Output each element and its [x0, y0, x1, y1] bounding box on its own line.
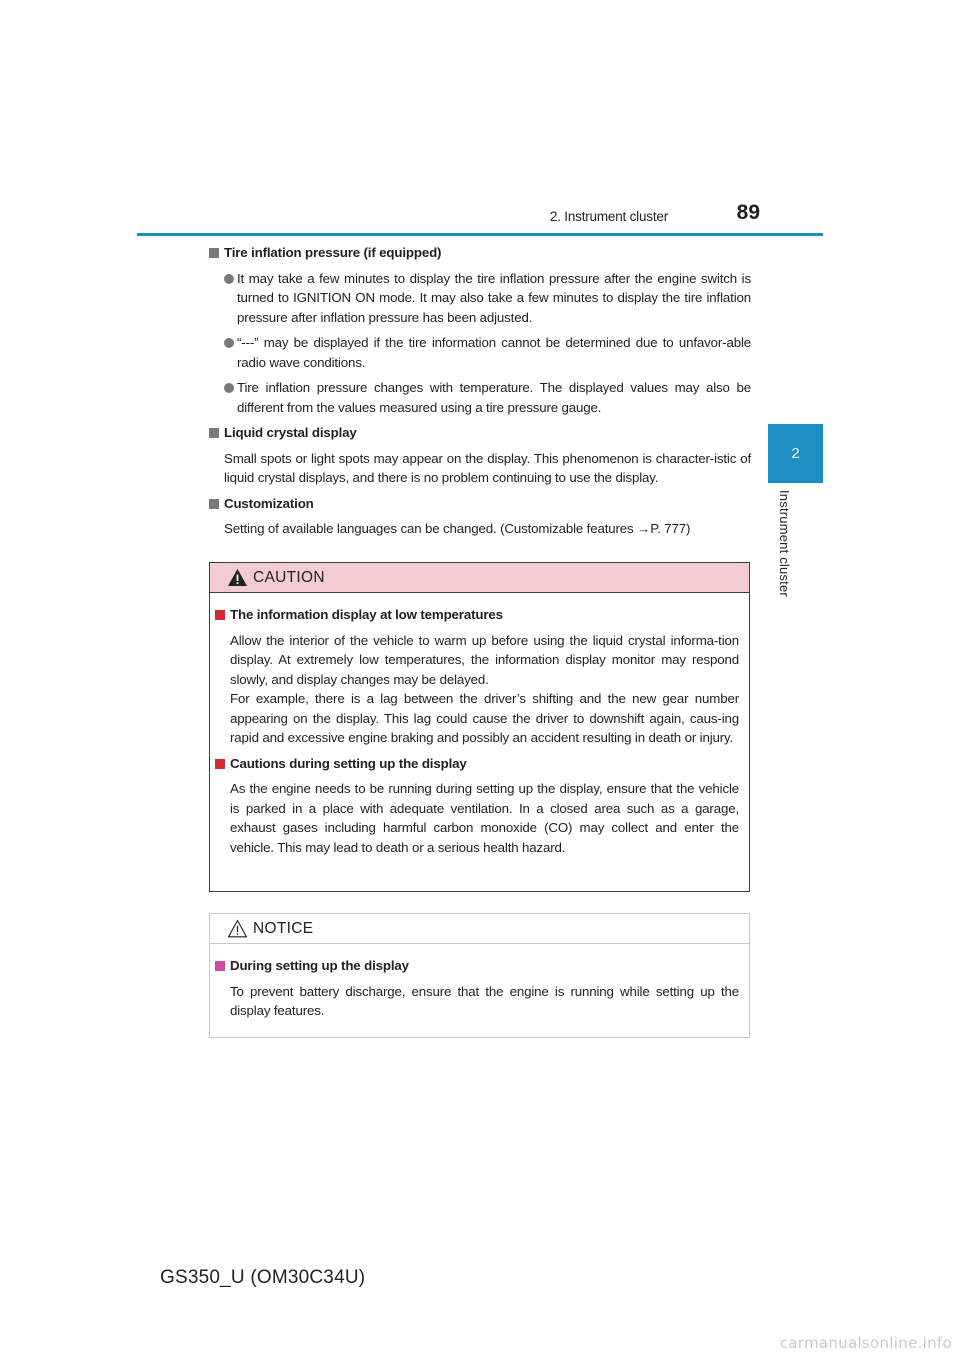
- section-heading: Tire inflation pressure (if equipped): [209, 243, 751, 263]
- notice-box: NOTICE During setting up the display To …: [209, 913, 750, 1038]
- notice-body: During setting up the display To prevent…: [210, 944, 749, 1021]
- header-rule: [137, 233, 823, 236]
- caution-item-text: Allow the interior of the vehicle to war…: [230, 632, 739, 687]
- caution-title: CAUTION: [253, 569, 325, 586]
- section-text: Setting of available languages can be ch…: [224, 521, 691, 536]
- main-content: Tire inflation pressure (if equipped) It…: [209, 243, 751, 545]
- caution-box: CAUTION The information display at low t…: [209, 562, 750, 892]
- header-section-title: 2. Instrument cluster: [549, 209, 668, 224]
- square-bullet-icon: [209, 428, 219, 438]
- section-heading: Customization: [209, 494, 751, 514]
- caution-item-text: For example, there is a lag between the …: [230, 691, 739, 745]
- section-text: Small spots or light spots may appear on…: [224, 450, 751, 486]
- square-bullet-icon: [215, 758, 225, 769]
- warning-triangle-icon: [228, 569, 247, 586]
- chapter-tab-label: Instrument cluster: [777, 490, 792, 597]
- caution-item-text: As the engine needs to be running during…: [230, 781, 739, 855]
- bullet-item: Tire inflation pressure changes with tem…: [209, 378, 751, 417]
- dot-bullet-icon: [224, 383, 234, 393]
- dot-bullet-icon: [224, 338, 234, 348]
- section-tire-pressure: Tire inflation pressure (if equipped) It…: [209, 243, 751, 417]
- chapter-tab-number: 2: [791, 445, 800, 462]
- notice-title: NOTICE: [253, 920, 314, 937]
- page-number: 89: [736, 201, 760, 224]
- caution-header: CAUTION: [210, 563, 749, 593]
- section-customization: Customization Setting of available langu…: [209, 494, 751, 539]
- chapter-tab: 2: [768, 424, 823, 483]
- notice-item-heading: During setting up the display: [215, 956, 739, 976]
- footer-model: GS350_U (OM30C34U): [160, 1267, 366, 1288]
- section-heading: Liquid crystal display: [209, 423, 751, 443]
- dot-bullet-icon: [224, 273, 234, 284]
- section-liquid-crystal: Liquid crystal display Small spots or li…: [209, 423, 751, 488]
- bullet-item: It may take a few minutes to display the…: [209, 269, 751, 328]
- warning-triangle-outline-icon: [227, 919, 248, 938]
- square-bullet-icon: [209, 248, 219, 258]
- watermark[interactable]: carmanualsonline.info: [779, 1334, 952, 1352]
- caution-item-heading: Cautions during setting up the display: [215, 754, 739, 774]
- square-bullet-icon: [215, 961, 225, 971]
- caution-item-heading: The information display at low temperatu…: [215, 605, 739, 625]
- notice-item-text: To prevent battery discharge, ensure tha…: [230, 983, 739, 1019]
- notice-header: NOTICE: [210, 914, 749, 944]
- square-bullet-icon: [215, 610, 225, 620]
- bullet-item: “---” may be displayed if the tire infor…: [209, 333, 751, 372]
- square-bullet-icon: [209, 498, 219, 509]
- caution-body: The information display at low temperatu…: [210, 593, 749, 857]
